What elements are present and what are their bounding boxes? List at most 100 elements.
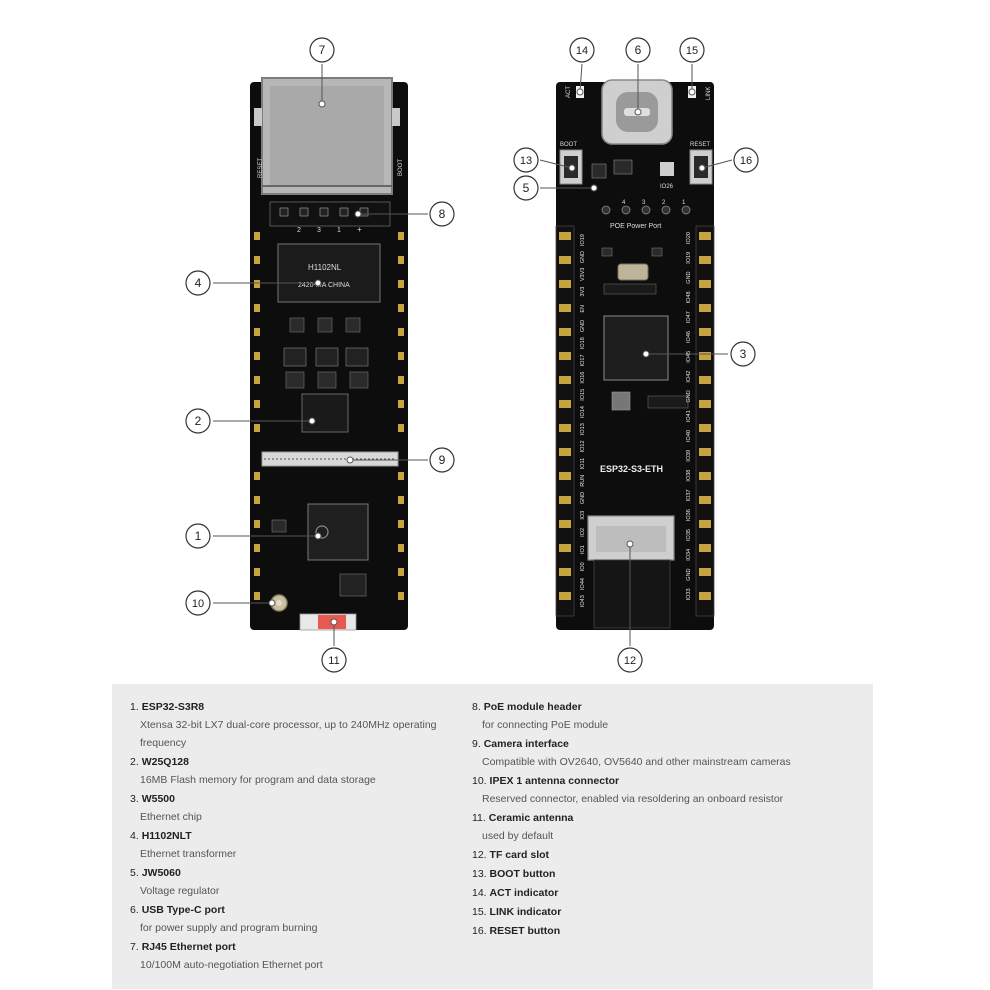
legend-item-number: 3. <box>130 793 139 805</box>
pin-label: EN <box>580 305 586 313</box>
legend-item-number: 16. <box>472 925 487 937</box>
legend-item-heading: 13. BOOT button <box>472 865 862 883</box>
callout-number: 3 <box>740 347 747 361</box>
poe-num-2: 2 <box>662 200 666 206</box>
silk-act: ACT <box>566 86 572 98</box>
callout-11: 11 <box>321 647 347 673</box>
pin-label: IO42 <box>686 371 692 383</box>
rj45-face <box>270 86 384 186</box>
leader-dot <box>314 532 322 540</box>
poe-power-pad <box>661 205 671 215</box>
edge-pad <box>398 424 404 432</box>
callout-number: 4 <box>195 276 202 290</box>
legend-item-title: Camera interface <box>483 738 569 750</box>
leader-dots <box>268 88 706 626</box>
callout-7: 7 <box>309 37 335 63</box>
legend-item: 16. RESET button <box>472 922 862 940</box>
pin-label: IO1 <box>580 545 586 554</box>
pin-header-left <box>555 225 575 617</box>
crystal <box>617 263 649 281</box>
leader-dot <box>576 88 584 96</box>
pin-label: RUN <box>580 475 586 487</box>
pin-label: GND <box>580 320 586 332</box>
legend-item-heading: 9. Camera interface <box>472 735 862 753</box>
header-num-2: 2 <box>297 227 301 234</box>
legend-item-heading: 12. TF card slot <box>472 846 862 864</box>
legend-item: 14. ACT indicator <box>472 884 862 902</box>
pin-label: IO15 <box>580 389 586 401</box>
callout-6: 6 <box>625 37 651 63</box>
leader-line <box>701 159 733 169</box>
legend-item-heading: 8. PoE module header <box>472 698 862 716</box>
tf-card-rail <box>593 559 671 629</box>
callout-circle <box>309 37 335 63</box>
legend-item-description: Voltage regulator <box>140 885 220 897</box>
legend-item-number: 2. <box>130 756 139 768</box>
leader-dot <box>590 184 598 192</box>
component-block <box>283 347 307 367</box>
poe-num-3: 3 <box>642 200 646 206</box>
component-block <box>285 371 305 389</box>
legend-item-title: Ceramic antenna <box>488 812 574 824</box>
edge-pad <box>398 328 404 336</box>
component-block <box>651 247 663 257</box>
edge-pad <box>398 568 404 576</box>
poe-header-pin <box>299 207 309 217</box>
pin-header-right <box>695 225 715 617</box>
callout-circle <box>733 147 759 173</box>
edge-pad <box>398 400 404 408</box>
pin-label: IO13 <box>580 423 586 435</box>
legend-item: 13. BOOT button <box>472 865 862 883</box>
edge-pad <box>699 256 711 264</box>
legend-item-description: Ethernet chip <box>140 811 202 823</box>
component-block <box>339 573 367 597</box>
legend-item-description: 10/100M auto-negotiation Ethernet port <box>140 959 323 971</box>
legend-item-title: ESP32-S3R8 <box>141 701 205 713</box>
rj45-tab-right <box>392 108 400 126</box>
edge-pad <box>254 352 260 360</box>
w5500-chip <box>603 315 669 381</box>
callout-8: 8 <box>429 201 455 227</box>
callout-circle <box>185 408 211 434</box>
pin-label: IO0 <box>580 562 586 571</box>
legend-item-heading: 11. Ceramic antenna <box>472 809 862 827</box>
pin-label: 3V3 <box>580 287 586 297</box>
legend-item-title: IPEX 1 antenna connector <box>489 775 620 787</box>
poe-power-pad <box>601 205 611 215</box>
poe-num-4: 4 <box>622 200 626 206</box>
callout-circle <box>429 447 455 473</box>
leader-dot <box>308 417 316 425</box>
pin-label: GND <box>686 271 692 283</box>
callout-circle <box>321 647 347 673</box>
component-block <box>613 159 633 175</box>
edge-pad <box>559 328 571 336</box>
pin-label: IO19 <box>580 234 586 246</box>
h1102-code: 2420-MA CHINA <box>298 282 350 289</box>
pin-label: IO36 <box>686 509 692 521</box>
rj45-tab-left <box>254 108 262 126</box>
edge-pad <box>699 328 711 336</box>
edge-pad <box>254 496 260 504</box>
edge-pad <box>699 544 711 552</box>
callout-16: 16 <box>733 147 759 173</box>
pin-label: IO18 <box>580 337 586 349</box>
board-front: RESET BOOT 2 3 1 + H1102NL 2420-MA CHINA <box>250 77 408 631</box>
w25q128-chip <box>301 393 349 433</box>
pin-header-strip <box>555 225 575 617</box>
esp32-chip <box>307 503 369 561</box>
legend-item-number: 14. <box>472 887 487 899</box>
legend-item-description: used by default <box>482 830 554 842</box>
component-block <box>317 317 333 333</box>
edge-pad <box>699 520 711 528</box>
pin-label: IO16 <box>580 372 586 384</box>
legend-item-title: JW5060 <box>141 867 181 879</box>
pin-label: IO20 <box>686 232 692 244</box>
pin-label: GND <box>580 251 586 263</box>
edge-pad <box>254 280 260 288</box>
jw5060-chip <box>591 163 607 179</box>
